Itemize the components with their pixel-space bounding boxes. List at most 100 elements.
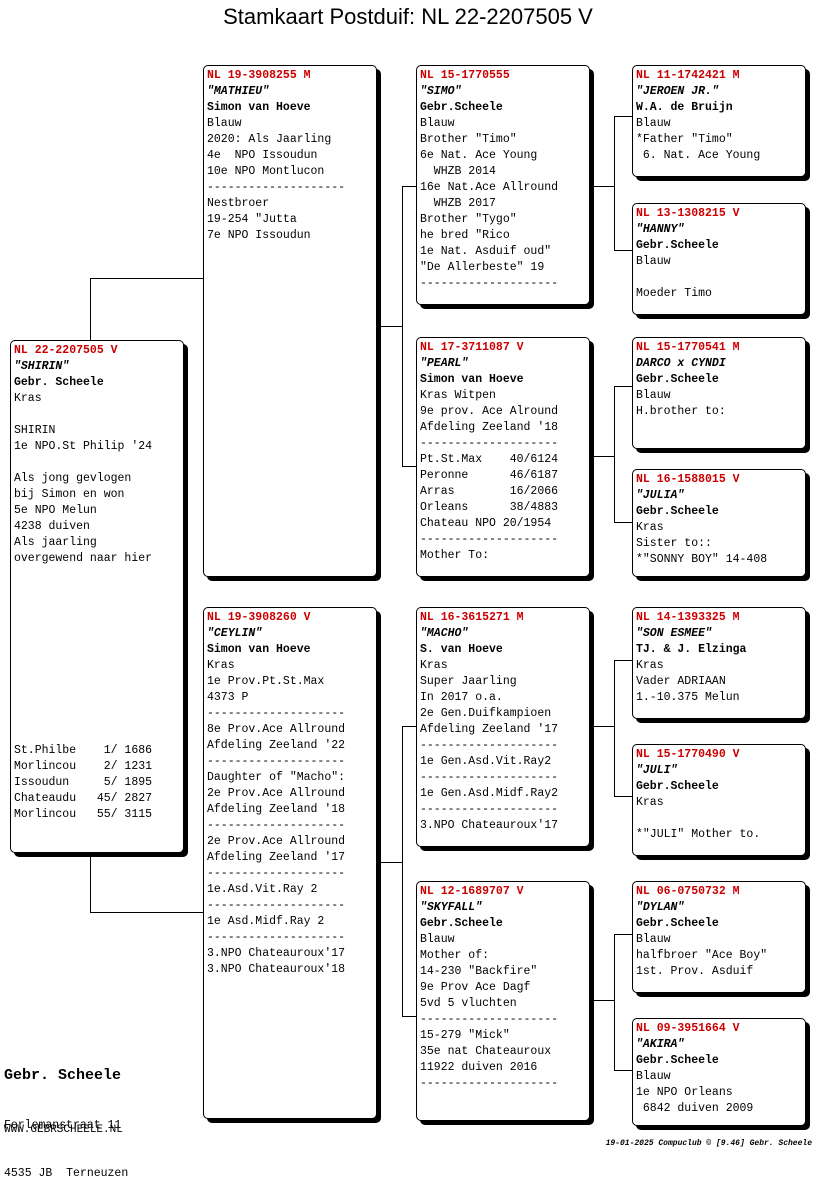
subject-info: Kras SHIRIN 1e NPO.St Philip '24 Als jon…: [14, 392, 153, 565]
dd-pigeon-name: "SKYFALL": [420, 901, 483, 914]
connector-subject-sire: [90, 278, 91, 340]
sdd-pigeon-name: "JULIA": [636, 489, 685, 502]
ds-pigeon-name: "MACHO": [420, 627, 469, 640]
connector-ddd: [614, 1070, 632, 1071]
connector-ds: [402, 726, 416, 727]
dds-pigeon-name: "DYLAN": [636, 901, 685, 914]
sds-breeder: Gebr.Scheele: [636, 373, 719, 386]
sds-pigeon-name: DARCO x CYNDI: [636, 357, 726, 370]
ssd-info: Blauw Moeder Timo: [636, 255, 712, 300]
dsd-info: Kras *"JULI" Mother to.: [636, 796, 761, 841]
ssd-card: NL 13-1308215 V "HANNY" Gebr.Scheele Bla…: [632, 203, 806, 315]
dam-pigeon-name: "CEYLIN": [207, 627, 263, 640]
subject-card: NL 22-2207505 V "SHIRIN" Gebr. Scheele K…: [10, 340, 184, 853]
dsd-card: NL 15-1770490 V "JULI" Gebr.Scheele Kras…: [632, 744, 806, 856]
connector-dam: [90, 912, 204, 913]
dss-info: Kras Vader ADRIAAN 1.-10.375 Melun: [636, 659, 740, 704]
dam-card: NL 19-3908260 V "CEYLIN" Simon van Hoeve…: [203, 607, 377, 1119]
ddd-pigeon-name: "AKIRA": [636, 1038, 685, 1051]
sds-card: NL 15-1770541 M DARCO x CYNDI Gebr.Schee…: [632, 337, 806, 449]
ss-breeder: Gebr.Scheele: [420, 101, 503, 114]
sire-info: Blauw 2020: Als Jaarling 4e NPO Issoudun…: [207, 117, 346, 242]
ddd-info: Blauw 1e NPO Orleans 6842 duiven 2009: [636, 1070, 754, 1115]
subject-pigeon-name: "SHIRIN": [14, 360, 70, 373]
subject-results: St.Philbe 1/ 1686 Morlincou 2/ 1231 Isso…: [14, 744, 153, 821]
sdd-card: NL 16-1588015 V "JULIA" Gebr.Scheele Kra…: [632, 469, 806, 577]
connector-subject-dam: [90, 852, 91, 912]
owner-name: Gebr. Scheele: [4, 1067, 122, 1084]
dam-ring: NL 19-3908260 V: [207, 611, 311, 624]
subject-ring: NL 22-2207505 V: [14, 344, 118, 357]
dds-breeder: Gebr.Scheele: [636, 917, 719, 930]
owner-website: WWW.GEBRSCHEELE.NL: [4, 1124, 123, 1136]
dam-breeder: Simon van Hoeve: [207, 643, 311, 656]
sire-card: NL 19-3908255 M "MATHIEU" Simon van Hoev…: [203, 65, 377, 577]
dds-ring: NL 06-0750732 M: [636, 885, 740, 898]
connector-sdd: [614, 522, 632, 523]
sd-pigeon-name: "PEARL": [420, 357, 469, 370]
footer-credits: 19-01-2025 Compuclub © [9.46] Gebr. Sche…: [605, 1139, 812, 1148]
sire-sire-card: NL 15-1770555 "SIMO" Gebr.Scheele Blauw …: [416, 65, 590, 305]
connector-dam-vertical: [402, 726, 403, 1016]
subject-breeder: Gebr. Scheele: [14, 376, 104, 389]
dss-breeder: TJ. & J. Elzinga: [636, 643, 747, 656]
dsd-breeder: Gebr.Scheele: [636, 780, 719, 793]
connector-ss: [402, 186, 416, 187]
ss-info: Blauw Brother "Timo" 6e Nat. Ace Young W…: [420, 117, 559, 290]
sire-pigeon-name: "MATHIEU": [207, 85, 270, 98]
dss-pigeon-name: "SON ESMEE": [636, 627, 712, 640]
connector-dd: [402, 1016, 416, 1017]
connector-ds-out: [588, 726, 614, 727]
ddd-card: NL 09-3951664 V "AKIRA" Gebr.Scheele Bla…: [632, 1018, 806, 1126]
connector-sds: [614, 386, 632, 387]
sss-ring: NL 11-1742421 M: [636, 69, 740, 82]
sds-info: Blauw H.brother to:: [636, 389, 726, 418]
ddd-breeder: Gebr.Scheele: [636, 1054, 719, 1067]
connector-sd-vertical: [614, 386, 615, 522]
ssd-pigeon-name: "HANNY": [636, 223, 685, 236]
sd-breeder: Simon van Hoeve: [420, 373, 524, 386]
dsd-pigeon-name: "JULI": [636, 764, 678, 777]
connector-sire-vertical: [402, 186, 403, 466]
dd-ring: NL 12-1689707 V: [420, 885, 524, 898]
sss-card: NL 11-1742421 M "JEROEN JR." W.A. de Bru…: [632, 65, 806, 177]
dam-sire-card: NL 16-3615271 M "MACHO" S. van Hoeve Kra…: [416, 607, 590, 847]
sss-breeder: W.A. de Bruijn: [636, 101, 733, 114]
ddd-ring: NL 09-3951664 V: [636, 1022, 740, 1035]
connector-sd-out: [588, 456, 614, 457]
connector-sd: [402, 466, 416, 467]
dds-card: NL 06-0750732 M "DYLAN" Gebr.Scheele Bla…: [632, 881, 806, 993]
owner-address: Ferlemanstraat 11: [4, 1119, 122, 1132]
ds-info: Kras Super Jaarling In 2017 o.a. 2e Gen.…: [420, 659, 559, 832]
ds-ring: NL 16-3615271 M: [420, 611, 524, 624]
connector-dam-out: [376, 862, 402, 863]
connector-ds-vertical: [614, 660, 615, 796]
sdd-breeder: Gebr.Scheele: [636, 505, 719, 518]
sss-pigeon-name: "JEROEN JR.": [636, 85, 719, 98]
page-title: Stamkaart Postduif: NL 22-2207505 V: [223, 4, 593, 29]
sire-breeder: Simon van Hoeve: [207, 101, 311, 114]
dd-info: Blauw Mother of: 14-230 "Backfire" 9e Pr…: [420, 933, 559, 1090]
sire-ring: NL 19-3908255 M: [207, 69, 311, 82]
connector-dsd: [614, 796, 632, 797]
dd-breeder: Gebr.Scheele: [420, 917, 503, 930]
sd-info: Kras Witpen 9e prov. Ace Alround Afdelin…: [420, 389, 559, 562]
dsd-ring: NL 15-1770490 V: [636, 748, 740, 761]
connector-dd-vertical: [614, 934, 615, 1070]
dss-card: NL 14-1393325 M "SON ESMEE" TJ. & J. Elz…: [632, 607, 806, 719]
sire-dam-card: NL 17-3711087 V "PEARL" Simon van Hoeve …: [416, 337, 590, 577]
ssd-ring: NL 13-1308215 V: [636, 207, 740, 220]
sd-ring: NL 17-3711087 V: [420, 341, 524, 354]
sds-ring: NL 15-1770541 M: [636, 341, 740, 354]
owner-block: Gebr. Scheele Ferlemanstraat 11 4535 JB …: [4, 1034, 128, 1198]
ds-breeder: S. van Hoeve: [420, 643, 503, 656]
connector-dds: [614, 934, 632, 935]
connector-sire: [90, 278, 204, 279]
sdd-ring: NL 16-1588015 V: [636, 473, 740, 486]
dds-info: Blauw halfbroer "Ace Boy" 1st. Prov. Asd…: [636, 933, 768, 978]
sss-info: Blauw *Father "Timo" 6. Nat. Ace Young: [636, 117, 761, 162]
connector-dd-out: [588, 1000, 614, 1001]
connector-sire-out: [376, 326, 402, 327]
connector-ss-vertical: [614, 116, 615, 250]
connector-ss-out: [588, 186, 614, 187]
